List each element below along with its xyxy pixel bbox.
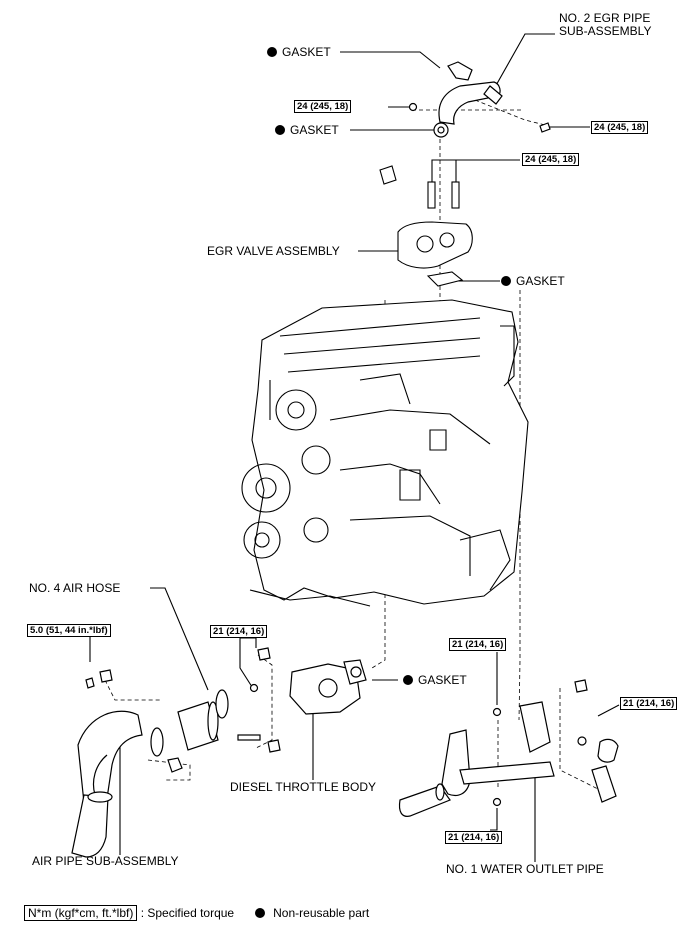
gasket-label-egr-pipe: GASKET xyxy=(275,124,339,137)
legend-nonreusable: Non-reusable part xyxy=(273,906,370,920)
non-reusable-dot-icon xyxy=(501,276,511,286)
torque-egr-pipe-bolt: 24 (245, 18) xyxy=(591,121,649,134)
non-reusable-dot-icon xyxy=(254,908,265,918)
torque-water-outlet-side: 21 (214, 16) xyxy=(620,697,678,710)
diesel-throttle-label: DIESEL THROTTLE BODY xyxy=(230,780,377,794)
air-pipe-label: AIR PIPE SUB-ASSEMBLY xyxy=(32,854,179,868)
torque-water-outlet-top: 21 (214, 16) xyxy=(449,638,507,651)
torque-throttle-bolts: 21 (214, 16) xyxy=(210,625,268,638)
legend-torque-unit: N*m (kgf*cm, ft.*lbf) xyxy=(24,905,138,921)
non-reusable-dot-icon xyxy=(267,47,277,57)
non-reusable-dot-icon xyxy=(403,675,413,685)
legend-torque-desc: : Specified torque xyxy=(140,906,235,920)
legend: N*m (kgf*cm, ft.*lbf) : Specified torque… xyxy=(24,905,370,921)
non-reusable-dot-icon xyxy=(275,125,285,135)
gasket-label-throttle: GASKET xyxy=(403,674,467,687)
egr-valve-label: EGR VALVE ASSEMBLY xyxy=(207,244,340,258)
torque-water-outlet-bottom: 21 (214, 16) xyxy=(445,831,503,844)
torque-egr-pipe-nut: 24 (245, 18) xyxy=(294,100,352,113)
gasket-label-egr-valve: GASKET xyxy=(501,275,565,288)
gasket-label-top: GASKET xyxy=(267,46,331,59)
torque-air-pipe-bolt: 5.0 (51, 44 in.*lbf) xyxy=(27,624,111,637)
no4-air-hose-label: NO. 4 AIR HOSE xyxy=(29,581,121,595)
no1-water-outlet-label: NO. 1 WATER OUTLET PIPE xyxy=(446,862,604,876)
torque-egr-valve-bolts: 24 (245, 18) xyxy=(522,153,580,166)
no2-egr-pipe-label: NO. 2 EGR PIPE SUB-ASSEMBLY xyxy=(559,11,652,38)
